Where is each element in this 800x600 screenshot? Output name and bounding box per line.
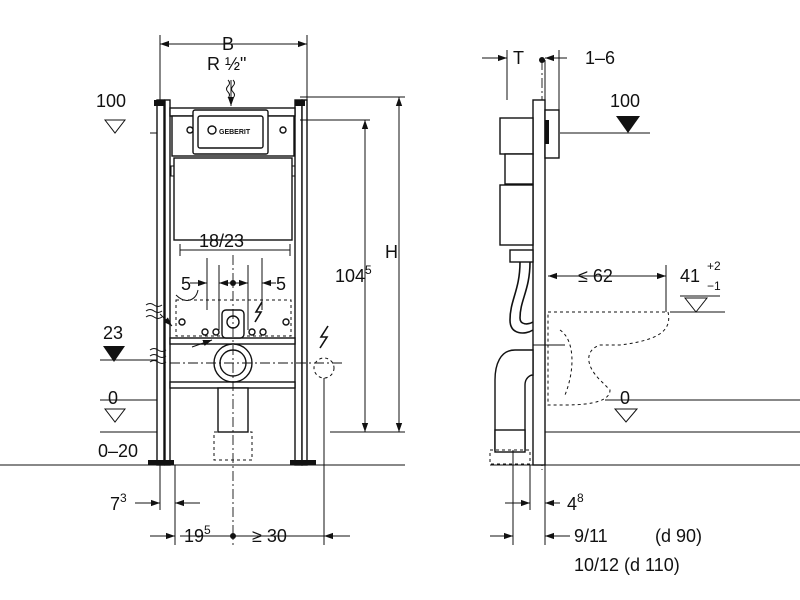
left-foot	[148, 460, 174, 465]
cistern-bracket-right	[292, 165, 296, 177]
side-level-0-triangle-icon	[613, 408, 639, 423]
dim-4-label: 48	[567, 491, 584, 514]
drain-below-floor	[489, 449, 531, 465]
right-foot	[290, 460, 316, 465]
dim-41-triangle-icon	[683, 297, 709, 313]
dim-19-label: 195	[184, 523, 211, 546]
connection-zone	[175, 299, 292, 337]
svg-text:73: 73	[110, 491, 127, 514]
bolt-2-icon	[212, 328, 220, 336]
svg-text:1045: 1045	[335, 263, 372, 286]
electric-box-icon	[313, 325, 335, 545]
offset-left-label: 5	[181, 274, 191, 294]
brand-text: GEBERIT	[219, 129, 251, 136]
dim-9-11-label: 9/11	[574, 526, 608, 546]
level-100-label: 100	[96, 91, 126, 111]
flush-pipe-outer	[509, 261, 534, 334]
side-axis-dot	[539, 57, 545, 63]
water-inlet-icon	[226, 79, 235, 106]
side-frame-post	[532, 99, 546, 466]
level-0-triangle-icon	[103, 408, 127, 423]
side-cistern-mid	[504, 153, 534, 185]
level-23-triangle-icon	[103, 346, 125, 362]
right-post-cap	[295, 100, 305, 106]
low-rail	[169, 381, 296, 389]
side-button-icon	[545, 120, 549, 144]
bolt-6-icon	[282, 318, 290, 326]
width-label: B	[222, 34, 234, 54]
cistern-body	[173, 157, 293, 241]
svg-text:+2: +2	[707, 259, 721, 273]
svg-text:195: 195	[184, 523, 211, 546]
frame-left-post	[156, 99, 171, 466]
offset-right-label: 5	[276, 274, 286, 294]
side-level-100-label: 100	[610, 91, 640, 111]
left-post-cap	[154, 100, 164, 106]
spacing-label: 18/23	[199, 231, 244, 251]
screw-left-icon	[186, 126, 194, 134]
thread-label: R ½"	[207, 54, 246, 74]
bolt-4-icon	[259, 328, 267, 336]
geberit-logo-icon	[207, 125, 217, 135]
height-label: H	[385, 242, 398, 262]
actuator-opening	[197, 115, 264, 149]
front-view: GEBERIT	[0, 34, 405, 546]
cistern-bracket-left	[170, 165, 174, 177]
svg-text:−1: −1	[707, 279, 721, 293]
water-symbol-left-icon	[145, 303, 173, 327]
wc-pan-outline	[547, 311, 670, 406]
thickness-label: T	[513, 48, 524, 68]
screw-right-icon	[279, 126, 287, 134]
dim-30-label: ≥ 30	[252, 526, 287, 546]
dim-41-label: 41 +2 −1	[680, 259, 721, 293]
dim-7-label: 73	[110, 491, 127, 514]
bolt-1-icon	[201, 328, 209, 336]
flush-pipe-inner	[519, 261, 534, 325]
flush-pipe-curve	[175, 289, 199, 301]
level-23-label: 23	[103, 323, 123, 343]
electric-symbol-inner-icon	[254, 301, 263, 323]
side-level-100-triangle-icon	[616, 116, 640, 133]
dim-62-label: ≤ 62	[578, 266, 613, 286]
level-0-label: 0	[108, 388, 118, 408]
side-view: T 1–6 100 ≤ 62 41 +2 −1 0 48 9	[482, 48, 800, 575]
dim-d90-label: (d 90)	[655, 526, 702, 546]
mid-rail	[169, 337, 296, 345]
bolt-3-icon	[248, 328, 256, 336]
bolt-5-icon	[178, 318, 186, 326]
range-1-6-label: 1–6	[585, 48, 615, 68]
side-flush-valve	[509, 249, 534, 263]
height-104-label: 1045	[335, 263, 372, 286]
wc-pan-inner	[559, 329, 573, 396]
water-symbol-drain-icon	[149, 339, 213, 364]
drain-socket	[494, 429, 526, 453]
dim-10-12-label: 10/12 (d 110)	[574, 555, 680, 575]
level-100-triangle-icon	[103, 119, 127, 134]
side-cistern-top	[499, 117, 534, 155]
side-cistern-body	[499, 184, 534, 246]
svg-text:48: 48	[567, 491, 584, 514]
range-0-20-label: 0–20	[98, 441, 138, 461]
frame-right-post	[294, 99, 308, 466]
side-level-0-label: 0	[620, 388, 630, 408]
svg-text:41: 41	[680, 266, 700, 286]
